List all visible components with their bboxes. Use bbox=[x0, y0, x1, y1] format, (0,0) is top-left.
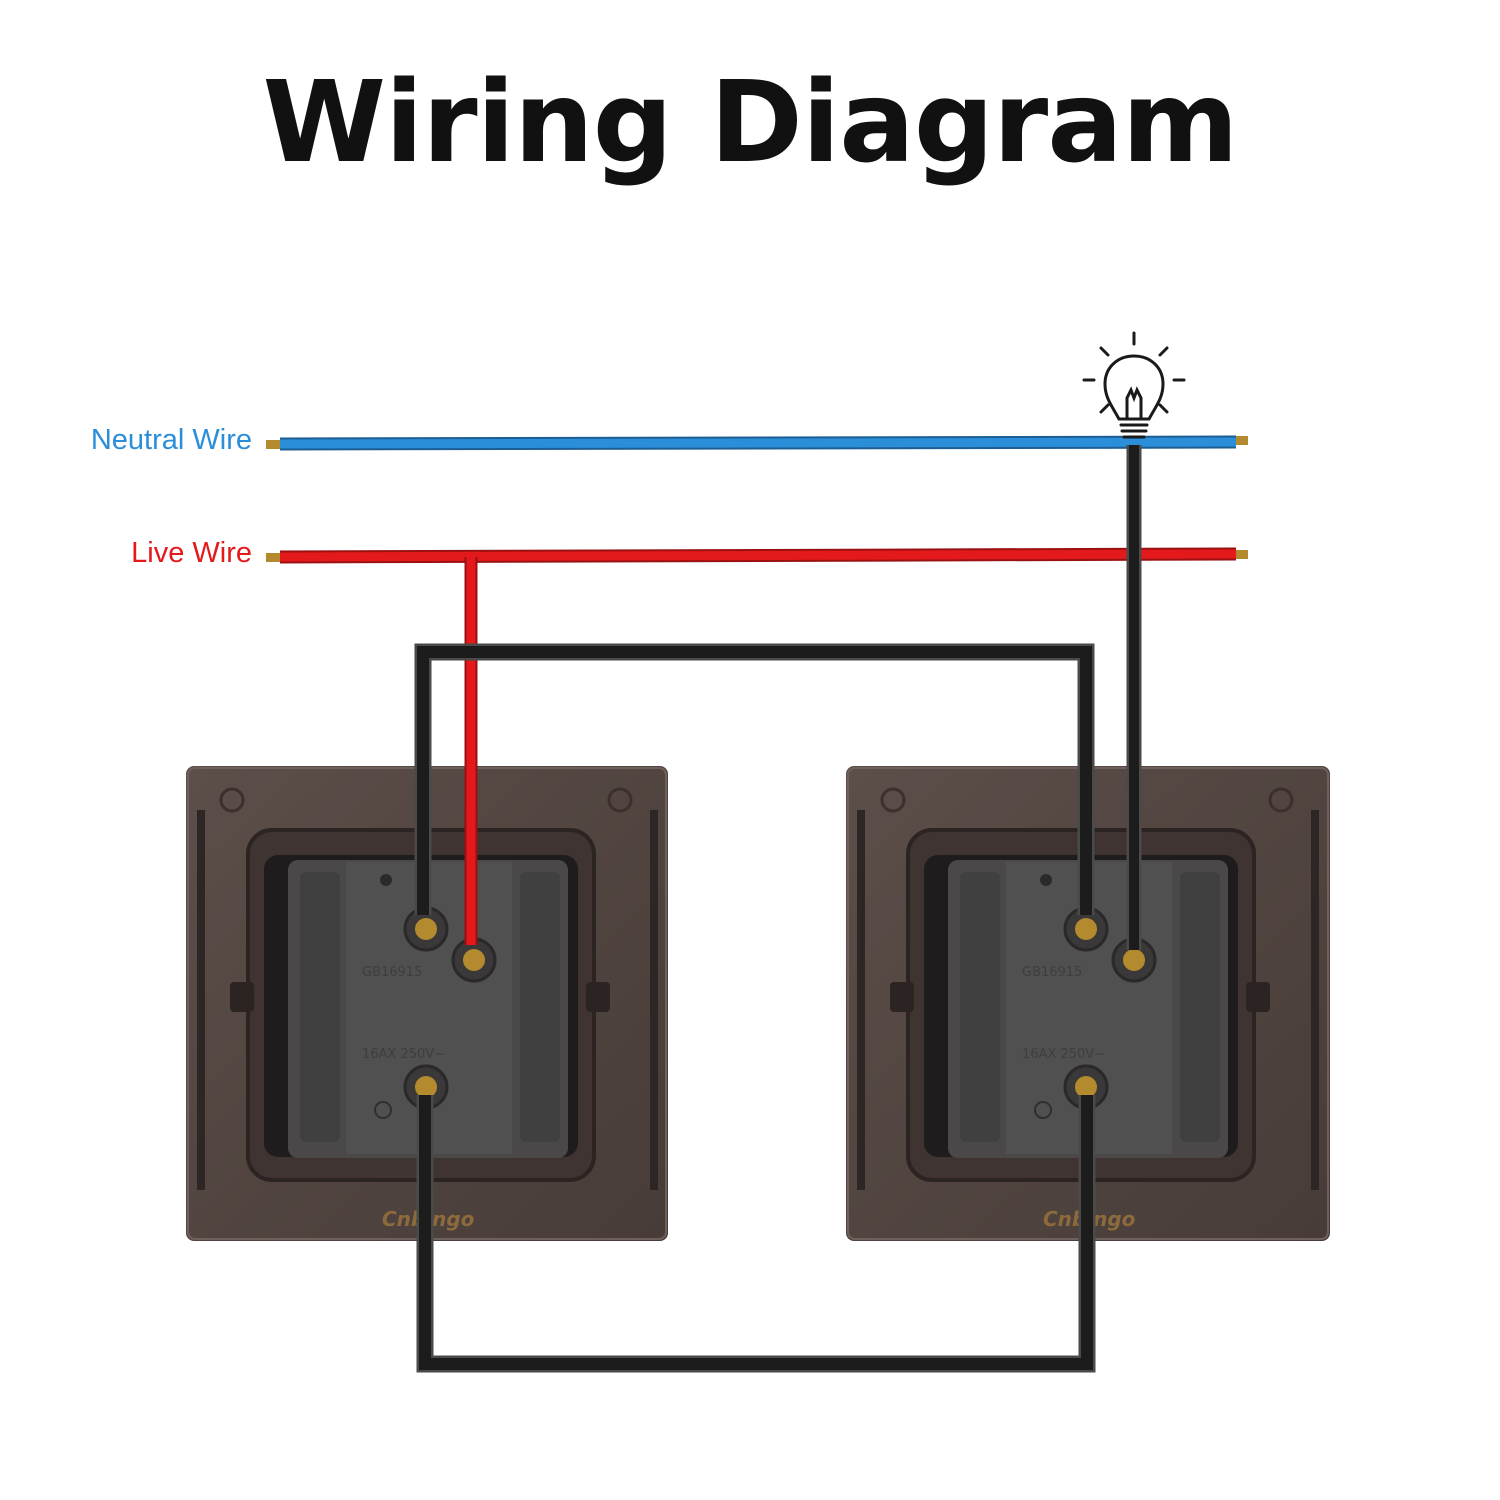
switch-left-terminal-l1 bbox=[403, 906, 449, 952]
switch-right-standard-text: GB16915 bbox=[1022, 965, 1082, 980]
switch-left-standard-text: GB16915 bbox=[362, 965, 422, 980]
live-wire-label: Live Wire bbox=[131, 537, 252, 569]
switch-left-terminal-com bbox=[403, 1064, 449, 1110]
switch-right: GB16915 16AX 250V~ Cnbingo bbox=[846, 766, 1330, 1241]
switch-left-terminal-l2 bbox=[451, 937, 497, 983]
neutral-wire-label: Neutral Wire bbox=[90, 424, 252, 456]
traveler-wire-top bbox=[414, 643, 1095, 915]
page-title: Wiring Diagram bbox=[262, 58, 1238, 188]
traveler-wire-bottom bbox=[416, 1095, 1096, 1373]
light-bulb-icon bbox=[1082, 331, 1186, 439]
switch-right-rating-text: 16AX 250V~ bbox=[1022, 1047, 1105, 1062]
neutral-wire bbox=[266, 435, 1248, 451]
live-wire bbox=[266, 547, 1248, 945]
switch-left-rating-text: 16AX 250V~ bbox=[362, 1047, 445, 1062]
